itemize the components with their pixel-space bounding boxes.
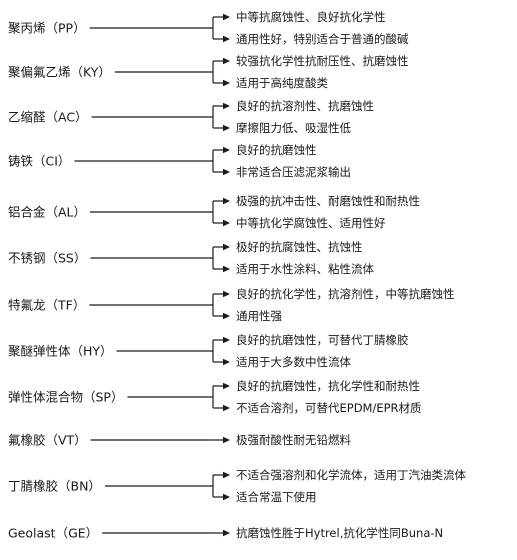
property-text: 抗磨蚀性胜于Hytrel,抗化学性同Buna-N: [236, 526, 443, 540]
arrowhead-0-0: [223, 13, 230, 21]
property-text: 较强抗化学性抗耐压性、抗磨蚀性: [236, 54, 409, 68]
material-name: 乙缩醛（AC）: [8, 110, 88, 125]
arrowhead-10-0: [223, 471, 230, 479]
property-text: 适用于高纯度酸类: [236, 76, 328, 90]
material-name: 聚偏氟乙烯（KY）: [8, 65, 111, 80]
property-text: 不适合溶剂，可替代EPDM/EPR材质: [236, 401, 422, 415]
material-name: 聚醚弹性体（HY）: [8, 344, 113, 359]
arrowhead-2-1: [223, 124, 230, 132]
arrowhead-1-1: [223, 79, 230, 87]
arrowhead-6-0: [223, 290, 230, 298]
property-text: 中等抗腐蚀性、良好抗化学性: [236, 10, 386, 24]
arrowhead-1-0: [223, 57, 230, 65]
arrowhead-3-1: [223, 168, 230, 176]
property-text: 良好的抗磨蚀性，可替代丁腈橡胶: [236, 333, 409, 347]
property-text: 适用于水性涂料、粘性流体: [236, 262, 374, 276]
arrowhead-5-0: [223, 243, 230, 251]
arrowhead-8-1: [223, 404, 230, 412]
material-name: Geolast（GE）: [8, 526, 98, 541]
property-text: 极强耐酸性耐无铅燃料: [236, 433, 351, 447]
property-text: 良好的抗磨蚀性: [236, 143, 317, 157]
material-name: 聚丙烯（PP）: [8, 21, 86, 36]
property-text: 摩擦阻力低、吸湿性低: [236, 121, 351, 135]
property-text: 适用于大多数中性流体: [236, 355, 351, 369]
arrowhead-8-0: [223, 382, 230, 390]
property-text: 良好的抗化学性，抗溶剂性，中等抗磨蚀性: [236, 287, 455, 301]
property-text: 极好的抗腐蚀性、抗蚀性: [236, 240, 363, 254]
property-text: 中等抗化学腐蚀性、适用性好: [236, 216, 386, 230]
arrowhead-4-0: [223, 197, 230, 205]
material-name: 丁腈橡胶（BN）: [8, 479, 101, 494]
material-name: 铸铁（CI）: [8, 154, 70, 169]
property-text: 通用性好，特别适合于普通的酸碱: [236, 32, 409, 46]
arrowhead-4-1: [223, 219, 230, 227]
arrowhead-11-0: [223, 529, 230, 537]
property-text: 不适合强溶剂和化学流体，适用丁汽油类流体: [236, 468, 466, 482]
arrowhead-10-1: [223, 493, 230, 501]
property-text: 良好的抗磨蚀性，抗化学性和耐热性: [236, 379, 420, 393]
arrowhead-7-0: [223, 336, 230, 344]
arrowhead-6-1: [223, 312, 230, 320]
material-name: 氟橡胶（VT）: [8, 433, 87, 448]
property-text: 极强的抗冲击性、耐磨蚀性和耐热性: [236, 194, 420, 208]
material-name: 铝合金（AL）: [8, 205, 86, 220]
property-text: 适合常温下使用: [236, 490, 317, 504]
arrowhead-5-1: [223, 265, 230, 273]
arrowhead-3-0: [223, 146, 230, 154]
material-name: 不锈钢（SS）: [8, 251, 86, 266]
arrowhead-7-1: [223, 358, 230, 366]
arrowhead-2-0: [223, 102, 230, 110]
material-name: 特氟龙（TF）: [8, 298, 85, 313]
arrowhead-9-0: [223, 436, 230, 444]
property-text: 良好的抗溶剂性、抗磨蚀性: [236, 99, 374, 113]
property-text: 非常适合压滤泥浆输出: [236, 165, 351, 179]
property-text: 通用性强: [236, 309, 282, 323]
material-name: 弹性体混合物（SP）: [8, 390, 123, 405]
arrowhead-0-1: [223, 35, 230, 43]
